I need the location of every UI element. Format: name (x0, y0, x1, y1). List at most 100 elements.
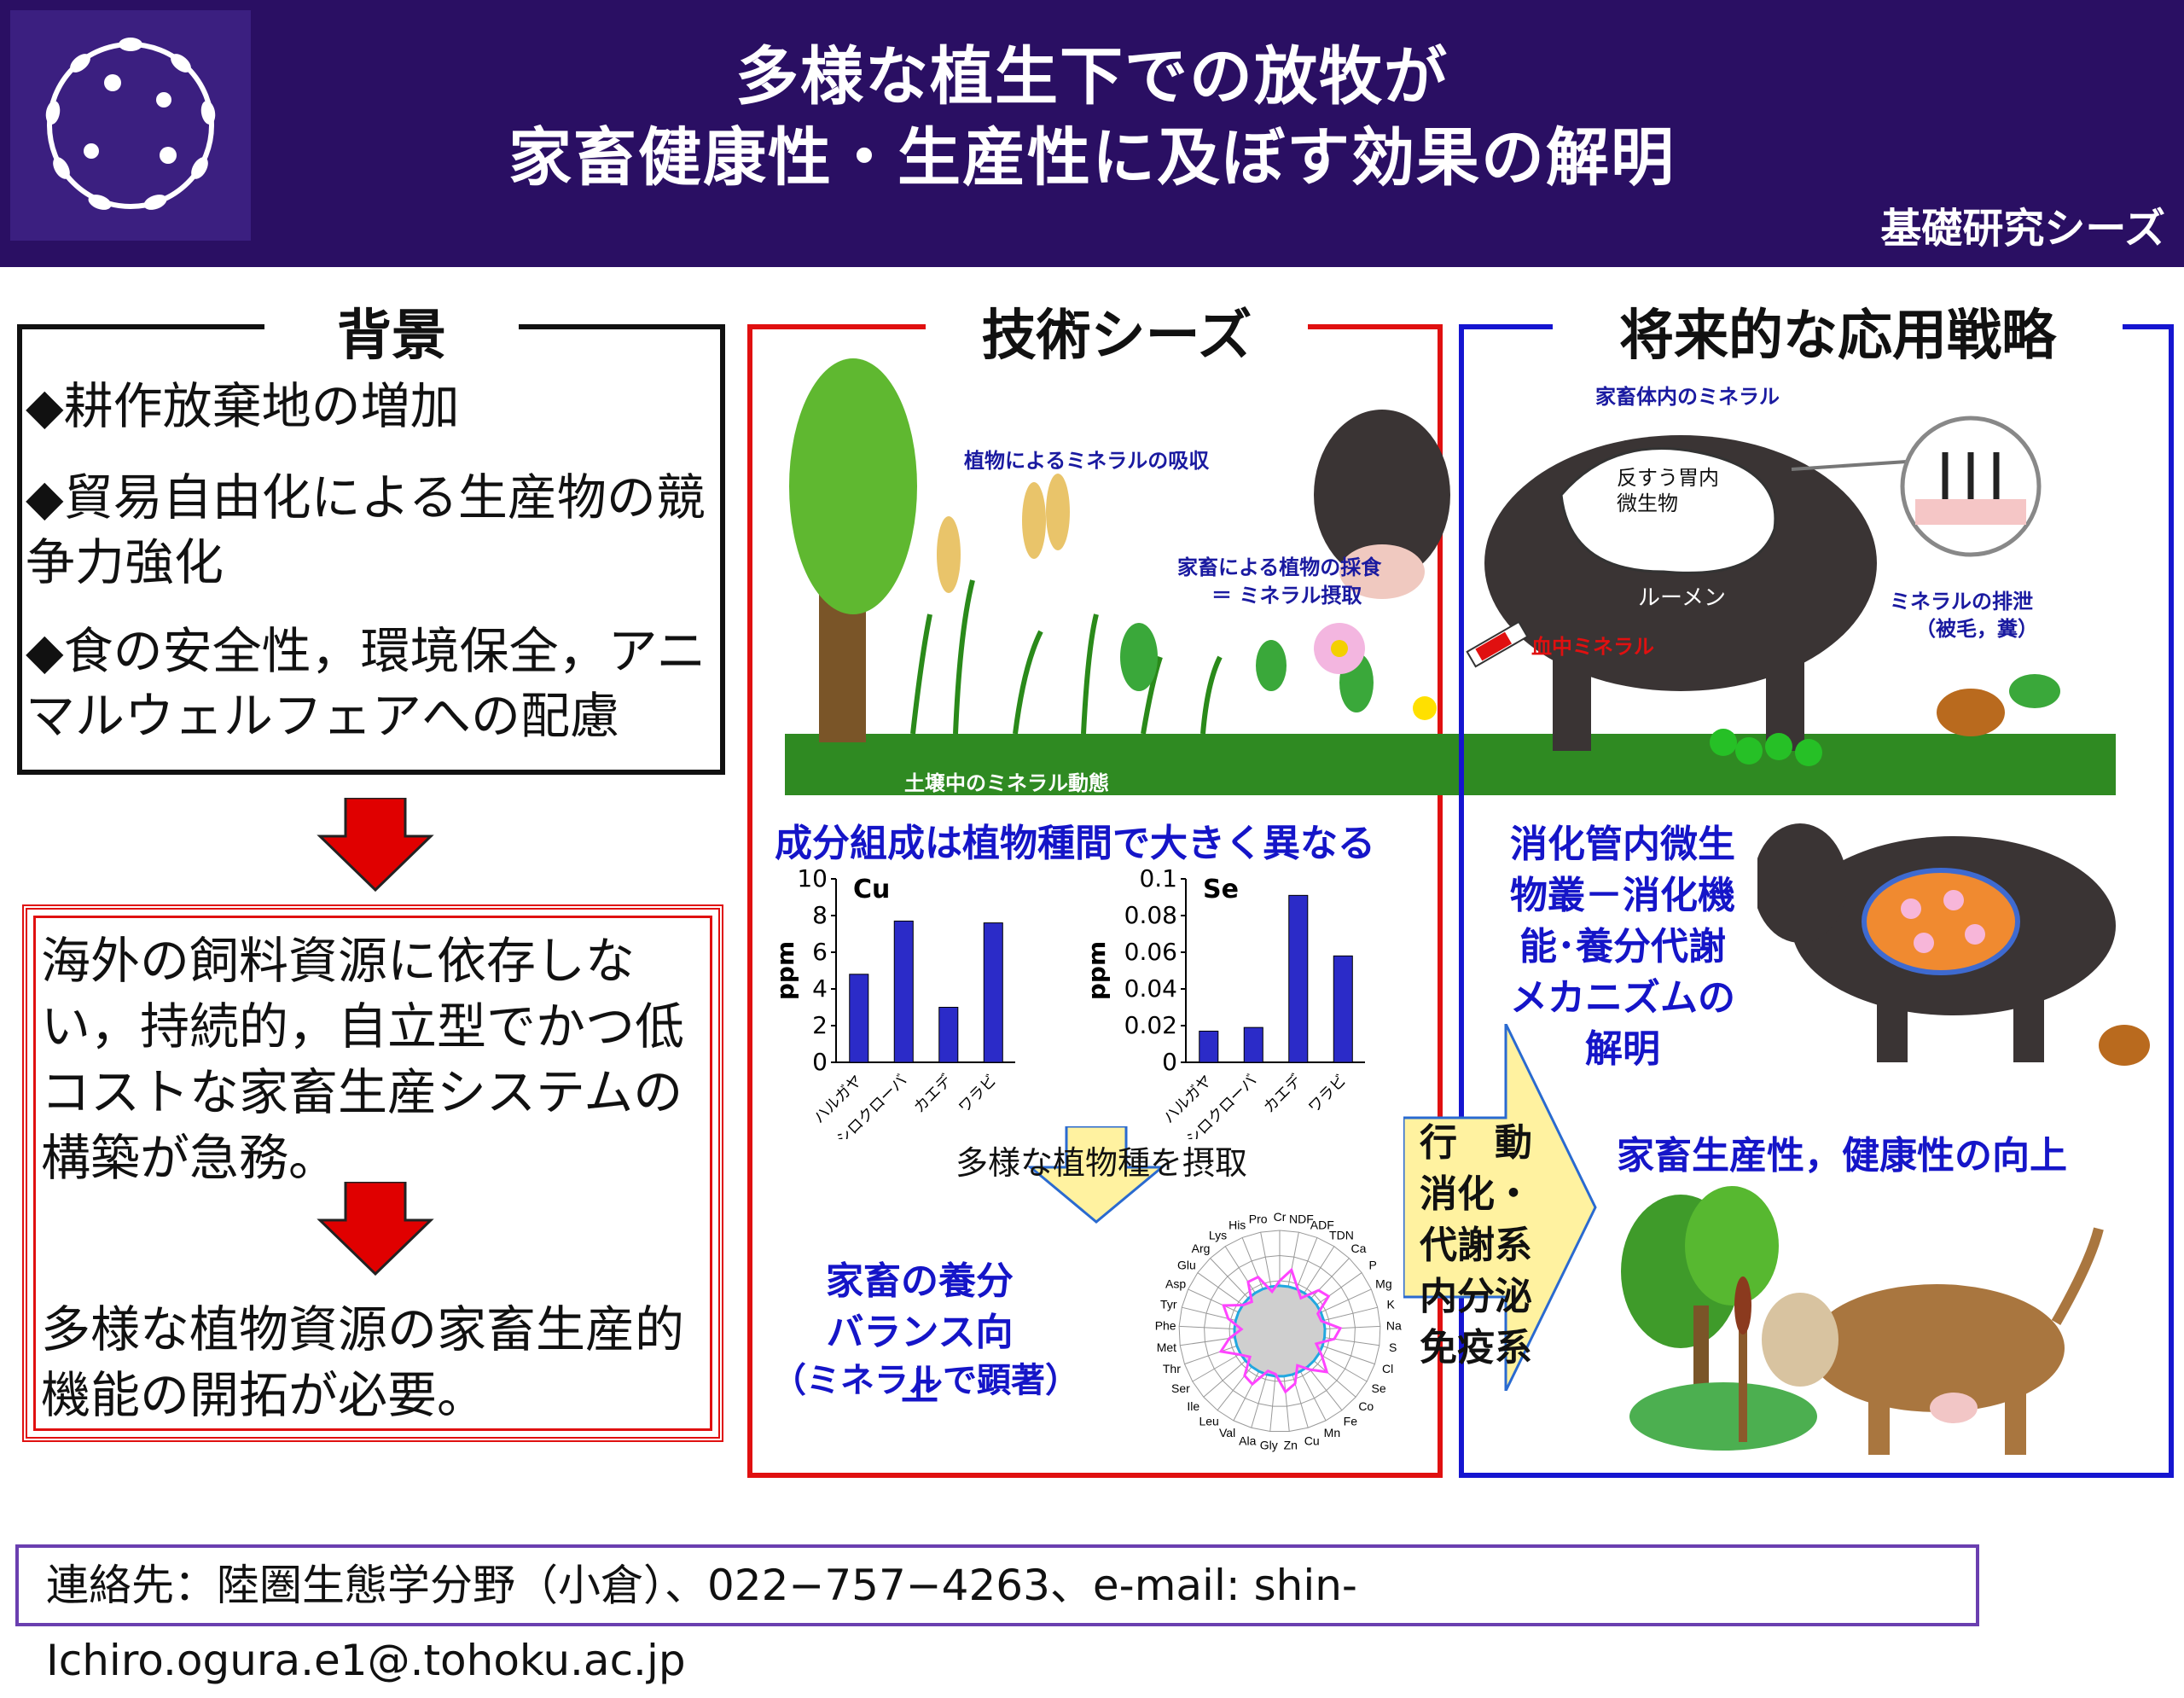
radar-axis-label: Co (1358, 1399, 1374, 1413)
label-excretion: ミネラルの排泄 (1890, 590, 2033, 613)
radar-axis-label: Cr (1274, 1210, 1287, 1224)
gut-cow-illustration (1757, 823, 2150, 1066)
goal-text-1: 海外の飼料資源に依存しない，持続的，自立型でかつ低コストな家畜生産システムの構築… (41, 932, 685, 1187)
header-banner (0, 0, 2184, 267)
radar-axis-label: Mn (1324, 1426, 1340, 1439)
radar-axis-label: Arg (1192, 1242, 1211, 1255)
radar-axis-label: Mg (1375, 1276, 1391, 1290)
grazing-illustration (785, 358, 2116, 795)
bullet-2: ◆貿易自由化による生産物の競争力強化 (26, 468, 706, 591)
effect-line-1: 行 動 (1420, 1121, 1532, 1165)
composition-caption: 成分組成は植物種間で大きく異なる (775, 822, 1375, 865)
radar-axis-label: NDF (1289, 1212, 1314, 1225)
radar-axis-label: Lys (1209, 1228, 1227, 1242)
microbe-line-1: 消化管内微生 (1510, 823, 1735, 866)
label-soil: 土壌中のミネラル動態 (904, 771, 1109, 795)
radar-axis-label: Ca (1351, 1242, 1367, 1255)
radar-grid-ring (1204, 1254, 1356, 1407)
y-tick-label: 0.06 (1124, 938, 1177, 966)
title-line-2: 家畜健康性・生産性に及ぼす効果の解明 (508, 121, 1676, 195)
y-tick-label: 8 (812, 901, 828, 929)
productivity-caption: 家畜生産性，健康性の向上 (1617, 1134, 2067, 1178)
effect-arrow (1403, 1024, 1597, 1391)
balance-caption-1: 家畜の養分 (826, 1259, 1014, 1303)
radar-axis-label: Thr (1163, 1362, 1181, 1375)
bar (938, 1007, 959, 1063)
radar-axis-label: Cu (1304, 1434, 1320, 1448)
intake-arrow (1026, 1126, 1166, 1224)
x-tick-label: カエデ (910, 1072, 956, 1117)
contact-footer: 連絡先：陸圏生態学分野（小倉）、022−757−4263、e-mail: shi… (15, 1544, 1979, 1685)
radar-axis-label: P (1368, 1258, 1376, 1271)
goal-box (22, 904, 723, 1442)
label-rumen: ルーメン (1638, 585, 1726, 611)
bar (1199, 1030, 1219, 1063)
radar-series-2 (1218, 1267, 1343, 1394)
y-tick-label: 6 (812, 938, 828, 966)
bar (1288, 894, 1309, 1063)
chart-title: Se (1203, 875, 1239, 904)
category-tag: 基礎研究シーズ (1880, 205, 2165, 253)
bar (1333, 955, 1353, 1063)
radar-axis-label: Na (1386, 1319, 1402, 1333)
radar-axis-label: Pro (1249, 1212, 1268, 1225)
bar (1243, 1026, 1263, 1063)
x-tick-label: ワラビ (956, 1072, 1001, 1117)
y-tick-label: 4 (812, 974, 828, 1003)
y-tick-label: 2 (812, 1011, 828, 1039)
label-rumen-microbe: 反すう胃内 (1617, 466, 1719, 490)
label-grazing-2: ＝ ミネラル摂取 (1211, 584, 1362, 608)
laurel-logo (10, 10, 251, 241)
microbe-text: 消化管内微生 物叢－消化機 能･養分代謝 メカニズムの 解明 (1495, 819, 1751, 1075)
radar-axis-label: Glu (1177, 1258, 1196, 1271)
radar-axis-label: Asp (1165, 1276, 1186, 1290)
bar (849, 974, 869, 1063)
label-body-mineral: 家畜体内のミネラル (1595, 385, 1780, 409)
effect-line-3: 代謝系 (1420, 1224, 1532, 1267)
radar-axis-label: Met (1157, 1340, 1176, 1354)
radar-axis-label: Val (1219, 1426, 1235, 1439)
label-excretion-2: （被毛，糞） (1915, 617, 2038, 641)
radar-axis-label: Leu (1199, 1414, 1218, 1428)
y-tick-label: 0.04 (1124, 974, 1177, 1003)
y-tick-label: 0.02 (1124, 1011, 1177, 1039)
label-plant-absorb: 植物によるミネラルの吸収 (964, 449, 1210, 473)
effect-line-2: 消化・ (1420, 1172, 1532, 1216)
label-grazing: 家畜による植物の採食 (1177, 555, 1382, 579)
effect-arrow-text: 行 動 消化・ 代謝系 内分泌 免疫系 (1412, 1118, 1540, 1374)
balance-caption-3: （ミネラルで顕著） (772, 1361, 1079, 1400)
label-rumen-microbe-2: 微生物 (1617, 491, 1678, 515)
radar-axis-label: Ile (1187, 1399, 1199, 1413)
bar (893, 920, 914, 1063)
radar-axis-label: Ser (1171, 1381, 1190, 1395)
radar-axis-label: Ala (1239, 1434, 1256, 1448)
title-line-1: 多様な植生下での放牧が (735, 40, 1449, 113)
radar-axis-label: S (1389, 1340, 1397, 1354)
radar-axis-label: Gly (1260, 1438, 1278, 1451)
tech-heading: 技術シーズ (926, 292, 1308, 370)
chart-title: Cu (853, 875, 890, 904)
radar-axis-label: Cl (1382, 1362, 1393, 1375)
future-heading: 将来的な応用戦略 (1553, 292, 2123, 370)
radar-axis-label: ADF (1310, 1218, 1334, 1232)
radar-axis-label: Zn (1284, 1438, 1298, 1451)
microbe-line-4: メカニズムの (1510, 976, 1735, 1020)
effect-line-4: 内分泌 (1420, 1275, 1532, 1318)
microbe-line-5: 解明 (1585, 1027, 1660, 1071)
balance-caption-2: バランス向上 (826, 1311, 1014, 1409)
background-heading: 背景 (264, 292, 519, 370)
y-tick-label: 0 (812, 1048, 828, 1076)
radar-axis-label: Fe (1344, 1414, 1358, 1428)
y-axis-label: ppm (771, 941, 799, 1000)
bar (983, 922, 1003, 1063)
bullet-1: ◆耕作放棄地の増加 (26, 377, 460, 435)
radar-axis-label: Se (1371, 1381, 1385, 1395)
radar-grid-ring (1178, 1230, 1381, 1432)
y-tick-label: 10 (797, 866, 828, 893)
down-arrow-1 (317, 798, 434, 892)
radar-axis-label: His (1228, 1218, 1246, 1232)
radar-series-1 (1233, 1284, 1327, 1378)
